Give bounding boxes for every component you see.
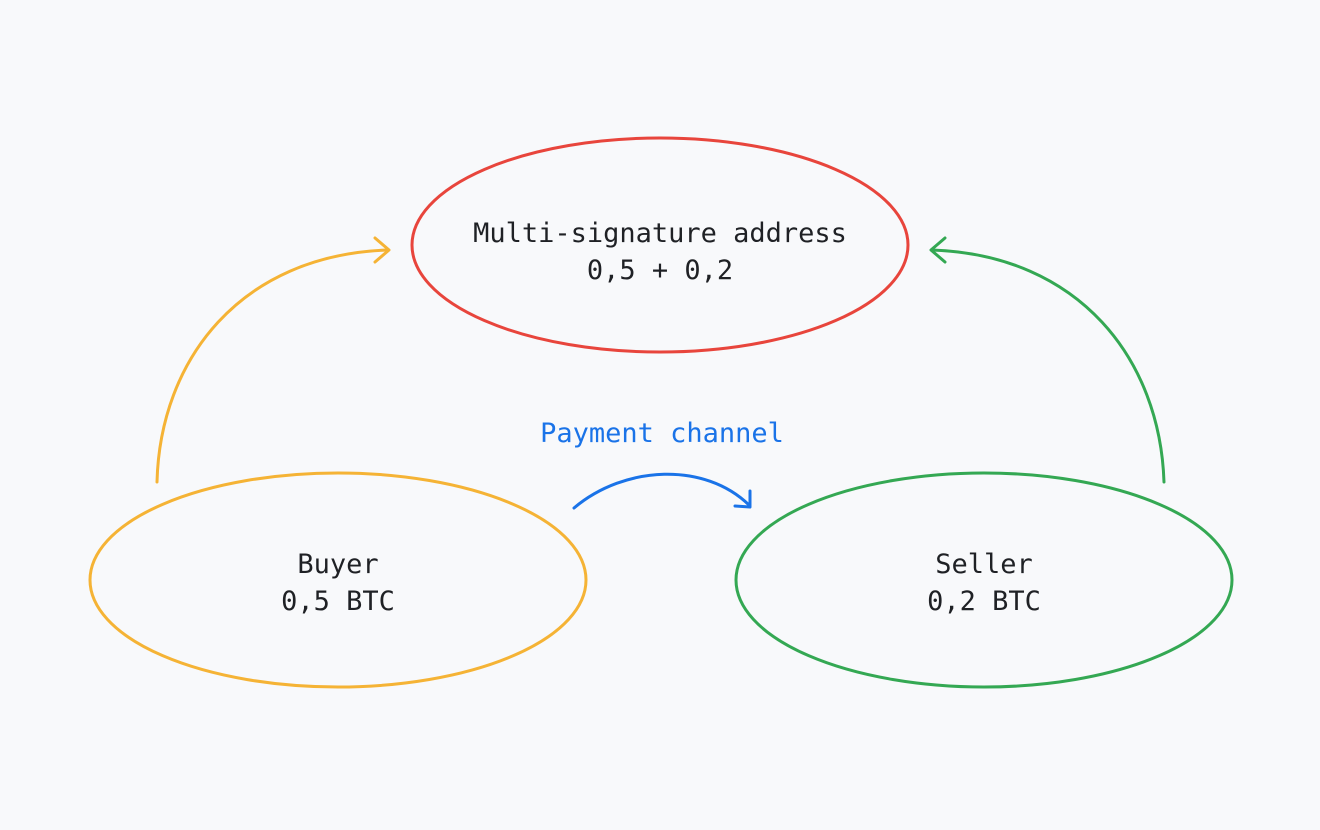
- seller-ellipse: [734, 471, 1234, 689]
- seller-arrowhead-icon: [929, 236, 947, 264]
- seller-node: Seller 0,2 BTC: [734, 471, 1234, 689]
- buyer-arrowhead-icon: [373, 236, 391, 264]
- buyer-to-multisig-arrow: [155, 236, 391, 484]
- buyer-node: Buyer 0,5 BTC: [88, 471, 588, 689]
- channel-arrow-line: [572, 472, 751, 510]
- payment-channel-label: Payment channel: [540, 418, 784, 449]
- seller-arrow-line: [930, 248, 1166, 484]
- buyer-arrow-line: [155, 248, 390, 484]
- buyer-amount: 0,5 BTC: [281, 586, 395, 617]
- seller-title: Seller: [935, 549, 1033, 580]
- multisig-ellipse: [410, 136, 910, 354]
- multisig-amounts: 0,5 + 0,2: [587, 255, 733, 286]
- payment-channel-arrow: [572, 472, 752, 510]
- seller-to-multisig-arrow: [929, 236, 1166, 484]
- buyer-ellipse: [88, 471, 588, 689]
- buyer-title: Buyer: [297, 549, 378, 580]
- multisig-title: Multi-signature address: [473, 218, 847, 249]
- channel-arrowhead-icon: [733, 489, 752, 509]
- multisig-node: Multi-signature address 0,5 + 0,2: [410, 136, 910, 354]
- seller-amount: 0,2 BTC: [927, 586, 1041, 617]
